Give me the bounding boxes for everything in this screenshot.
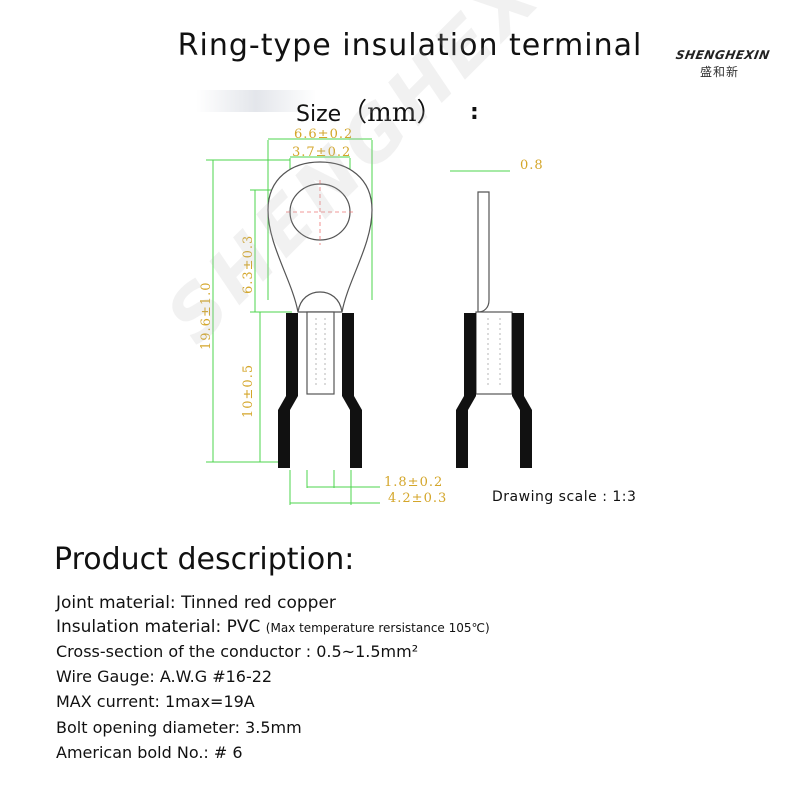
spec-joint-material: Joint material: Tinned red copper — [56, 593, 336, 613]
size-word: Size — [296, 102, 342, 127]
page-title: Ring-type insulation terminal — [177, 28, 643, 63]
size-colon: : — [470, 100, 479, 125]
dim-hole-diameter: 3.7±0.2 — [292, 145, 351, 160]
side-view — [475, 191, 513, 395]
spec-insulation-note: (Max temperature rersistance 105℃) — [265, 621, 490, 635]
dim-ring-length: 6.3±0.3 — [241, 235, 256, 294]
spec-american-bolt: American bold No.: # 6 — [56, 743, 243, 762]
dimension-guides — [206, 138, 510, 505]
spec-max-current: MAX current: 1max=19A — [56, 692, 255, 711]
spec-insulation-material: Insulation material: PVC (Max temperatur… — [56, 617, 490, 637]
front-view — [267, 161, 373, 395]
dim-inner-diameter: 1.8±0.2 — [384, 475, 443, 490]
brand-logo: SHENGHEXIN 盛和新 — [675, 48, 786, 82]
spec-bolt-opening: Bolt opening diameter: 3.5mm — [56, 718, 302, 737]
side-insulation-sleeve — [456, 313, 532, 468]
drawing-scale: Drawing scale : 1:3 — [492, 489, 637, 505]
dim-outer-width: 6.6±0.2 — [294, 127, 353, 142]
product-description-title: Product description: — [54, 542, 355, 577]
dim-barrel-length: 10±0.5 — [241, 364, 256, 418]
spec-wire-gauge: Wire Gauge: A.W.G #16-22 — [56, 667, 273, 686]
technical-drawing-panel — [136, 90, 666, 515]
brand-logo-chinese: 盛和新 — [700, 65, 740, 79]
dim-total-length: 19.6±1.0 — [199, 281, 214, 350]
size-unit: （mm） — [341, 98, 443, 128]
front-insulation-sleeve — [278, 313, 362, 468]
size-label: Size（mm） — [296, 92, 442, 129]
dim-thickness: 0.8 — [520, 158, 544, 173]
dim-outer-diameter: 4.2±0.3 — [388, 491, 447, 506]
spec-insulation-material-text: Insulation material: PVC — [56, 617, 261, 637]
spec-cross-section: Cross-section of the conductor : 0.5~1.5… — [56, 642, 419, 661]
